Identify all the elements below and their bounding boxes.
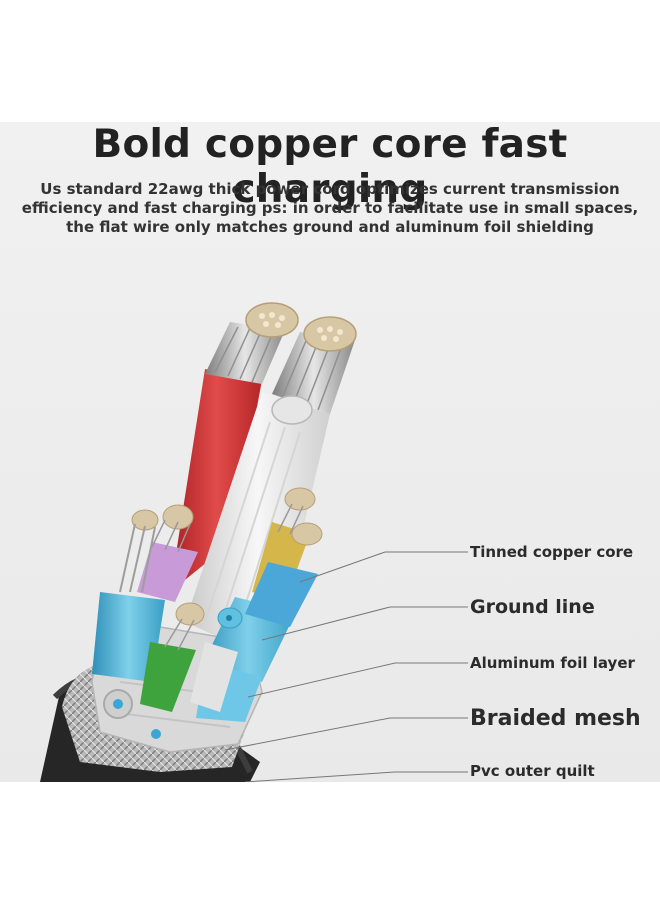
blue-core-left — [92, 592, 165, 682]
page-title: Bold copper core fast charging — [92, 122, 568, 212]
white-small-wire — [190, 642, 238, 712]
product-image-panel: Bold copper core fast charging Us standa… — [0, 122, 660, 782]
copper-strands-1 — [205, 322, 285, 384]
red-wire — [170, 369, 262, 592]
leader-lines — [224, 551, 468, 782]
callout-tinned-copper-core: Tinned copper core — [470, 543, 634, 561]
copper-strands-2 — [272, 332, 355, 414]
subtitle-line: the flat wire only matches ground and al… — [66, 218, 594, 236]
cable-cross-section-illustration — [40, 302, 468, 782]
subtitle: Us standard 22awg thick power cord optim… — [20, 180, 640, 237]
callout-aluminum-foil-layer: Aluminum foil layer — [470, 654, 635, 672]
callout-pvc-outer-quilt: Pvc outer quilt — [470, 762, 595, 780]
callout-braided-mesh: Braided mesh — [470, 706, 641, 731]
green-wire — [140, 642, 196, 712]
subtitle-line: efficiency and fast charging ps: in orde… — [21, 199, 639, 217]
purple-wire — [137, 542, 198, 602]
subtitle-line: Us standard 22awg thick power cord optim… — [40, 180, 620, 198]
callout-ground-line: Ground line — [470, 596, 595, 618]
blue-wire — [245, 562, 318, 627]
